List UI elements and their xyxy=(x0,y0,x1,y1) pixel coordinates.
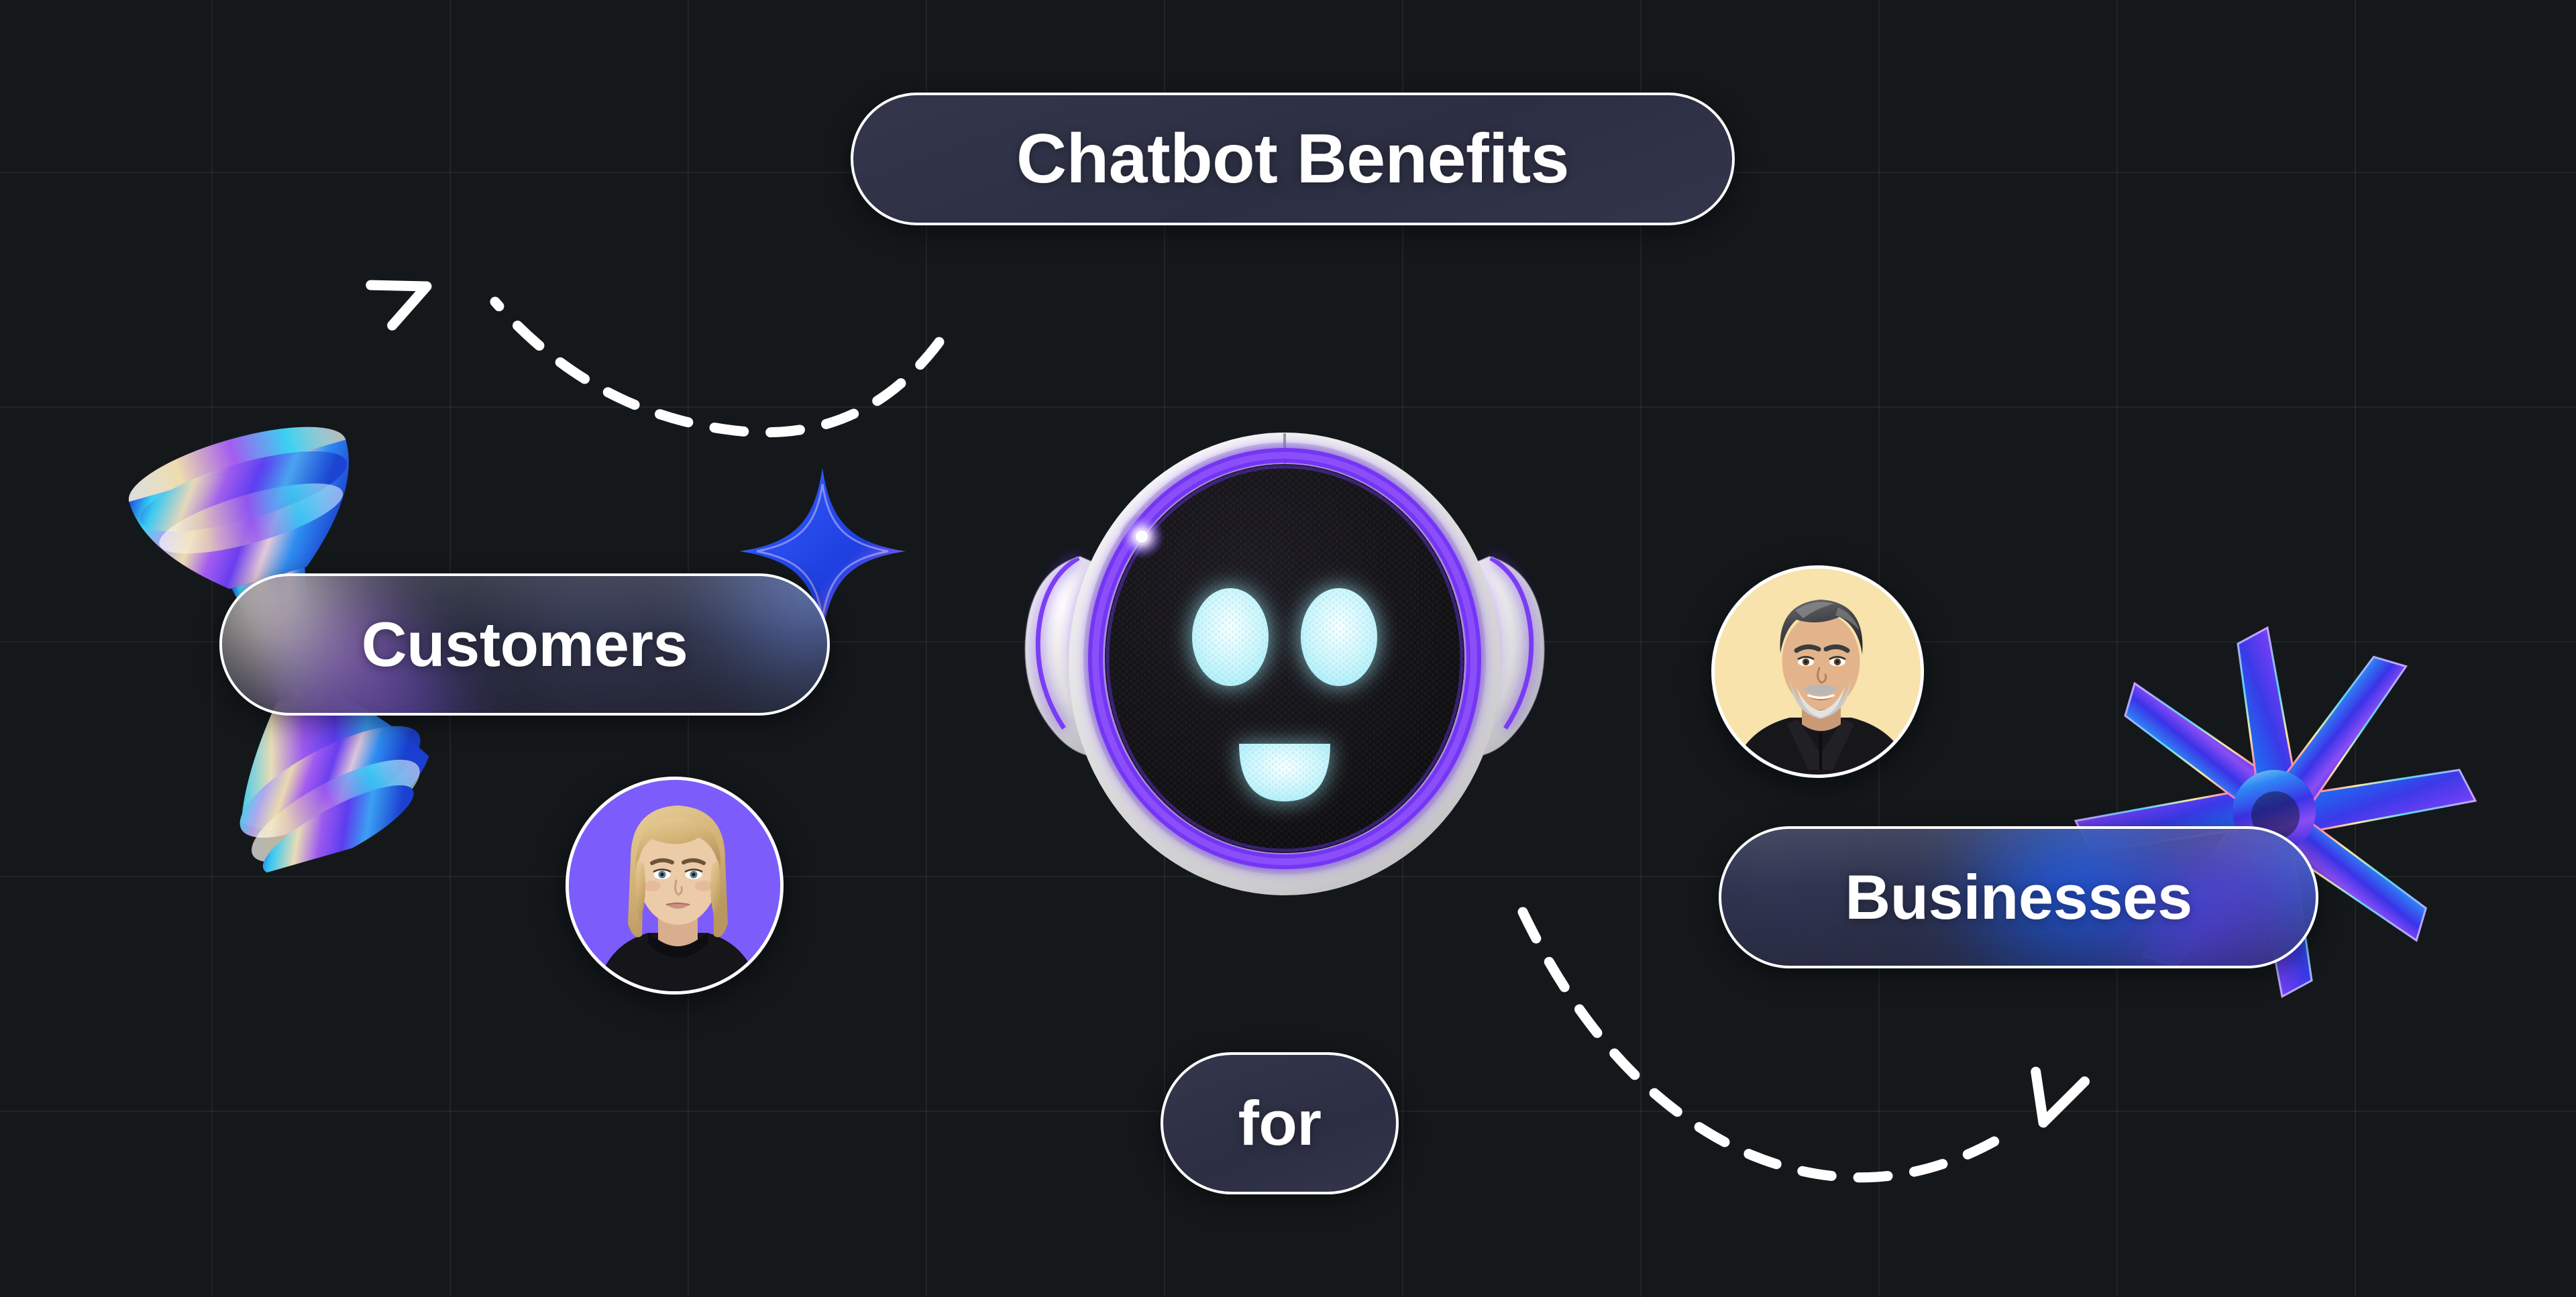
customer-avatar[interactable] xyxy=(566,777,784,995)
robot-mouth xyxy=(1238,743,1332,803)
title-pill[interactable]: Chatbot Benefits xyxy=(851,93,1735,225)
businesses-text: Businesses xyxy=(1845,862,2192,932)
arrow-title-to-customers xyxy=(366,280,945,438)
title-text: Chatbot Benefits xyxy=(1016,119,1570,198)
for-text: for xyxy=(1238,1088,1322,1158)
robot-eye-right xyxy=(1299,586,1379,688)
customers-pill[interactable]: Customers xyxy=(219,573,830,716)
robot-eye-left xyxy=(1190,586,1271,688)
chatbot-mascot xyxy=(1024,433,1545,895)
businesses-pill[interactable]: Businesses xyxy=(1719,826,2318,968)
business-avatar[interactable] xyxy=(1711,565,1924,778)
for-pill[interactable]: for xyxy=(1161,1052,1399,1194)
customers-text: Customers xyxy=(361,609,688,679)
